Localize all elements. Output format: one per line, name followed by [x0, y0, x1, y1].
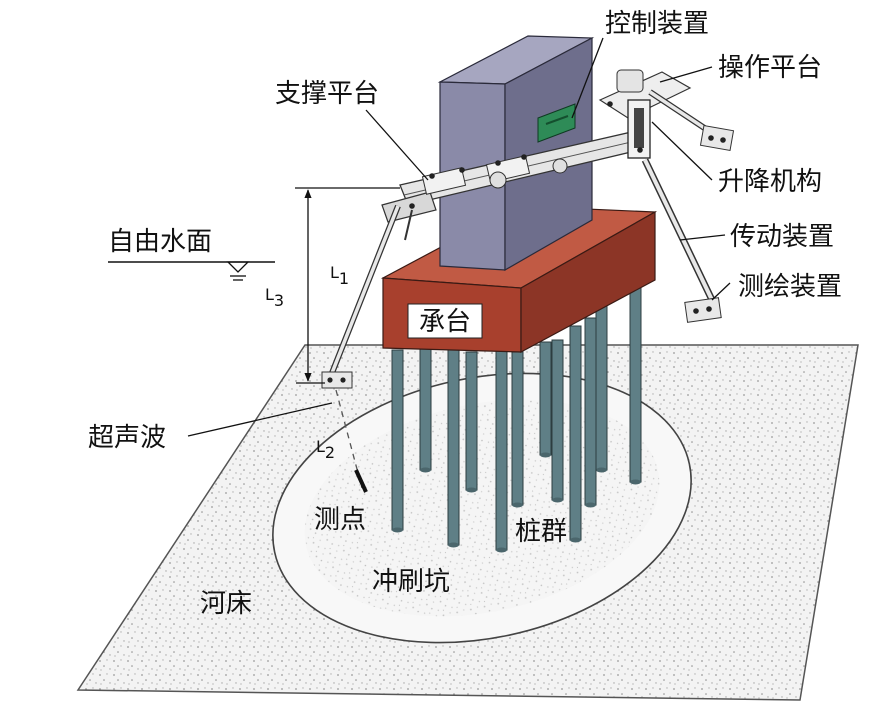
- bolt: [693, 308, 699, 314]
- pile: [511, 351, 524, 506]
- bolt: [720, 137, 726, 143]
- label-control-device: 控制装置: [605, 9, 709, 39]
- label-scour-pit: 冲刷坑: [372, 567, 450, 597]
- label-measuring-point: 测点: [314, 505, 366, 535]
- control-panel: [537, 103, 576, 143]
- label-pile-group: 桩群: [515, 517, 567, 547]
- pulley: [552, 158, 568, 174]
- pile: [569, 325, 582, 541]
- pile: [551, 339, 564, 501]
- pile-base: [420, 467, 431, 473]
- bolt: [429, 173, 435, 179]
- pile-base: [448, 542, 459, 548]
- pile: [629, 285, 642, 483]
- pile-base: [540, 452, 551, 458]
- pile-base: [596, 467, 607, 473]
- pile: [495, 349, 508, 551]
- label-riverbed: 河床: [200, 589, 252, 619]
- lifting-mechanism-core: [634, 108, 644, 148]
- pile: [595, 299, 608, 471]
- pile-base: [585, 502, 596, 508]
- leader-operation-platform: [659, 66, 713, 83]
- left-arm-brace: [404, 209, 413, 241]
- bolt: [708, 135, 714, 141]
- left-arm-core: [328, 205, 400, 379]
- pile: [447, 349, 460, 546]
- bolt: [637, 147, 643, 153]
- leader-support-platform: [365, 109, 429, 181]
- measuring-point-marker: [354, 469, 368, 493]
- support-platform: [381, 129, 649, 223]
- leader-ultrasonic: [187, 402, 333, 437]
- bolt: [521, 154, 527, 160]
- leader-lifting-mechanism: [651, 121, 713, 181]
- pile-group: [391, 285, 642, 553]
- label-surveying-device: 测绘装置: [738, 272, 842, 302]
- pile: [584, 317, 597, 506]
- transmission-rod-core: [643, 159, 714, 301]
- pile: [419, 347, 432, 471]
- leader-control-device: [571, 37, 604, 119]
- bolt: [607, 101, 613, 107]
- bolt: [495, 160, 501, 166]
- bolt: [327, 377, 333, 383]
- dim-label-l2: L2: [316, 437, 335, 462]
- pile-cap-label-box: [407, 303, 483, 339]
- surveying-device: [684, 297, 722, 323]
- bolt: [706, 306, 712, 312]
- label-free-water-surface: 自由水面: [108, 227, 212, 257]
- surveying-device-upper: [699, 124, 735, 152]
- pile-base: [570, 537, 581, 543]
- dim-label-l3: L3: [265, 285, 284, 310]
- bolt: [340, 377, 346, 383]
- operation-platform: [598, 69, 692, 159]
- pile-base: [630, 479, 641, 485]
- bolt: [459, 167, 465, 173]
- label-transmission-device: 传动装置: [730, 222, 834, 252]
- pile-cap-side: [520, 210, 656, 354]
- pile: [539, 341, 552, 456]
- label-support-platform: 支撑平台: [275, 79, 379, 109]
- pile-cap-label: 承台: [419, 307, 471, 337]
- label-operation-platform: 操作平台: [718, 53, 822, 83]
- pulley: [489, 171, 507, 189]
- ultrasonic-sensor: [321, 371, 353, 389]
- pile-base: [552, 497, 563, 503]
- pile-base: [466, 487, 477, 493]
- pile-base: [392, 527, 403, 533]
- motor-housing: [616, 69, 644, 93]
- pile-base: [512, 502, 523, 508]
- ultrasonic-beam: [335, 389, 363, 489]
- leader-transmission-device: [679, 234, 726, 241]
- bolt: [409, 203, 415, 209]
- dim-label-l1: L1: [330, 263, 349, 288]
- pile-base: [496, 547, 507, 553]
- label-lifting-mechanism: 升降机构: [718, 167, 822, 197]
- pile: [391, 349, 404, 531]
- control-panel-detail: [545, 115, 569, 125]
- label-ultrasonic: 超声波: [88, 423, 166, 453]
- pile: [465, 351, 478, 491]
- leader-surveying-device: [711, 282, 731, 301]
- water-level-symbol: [226, 261, 250, 273]
